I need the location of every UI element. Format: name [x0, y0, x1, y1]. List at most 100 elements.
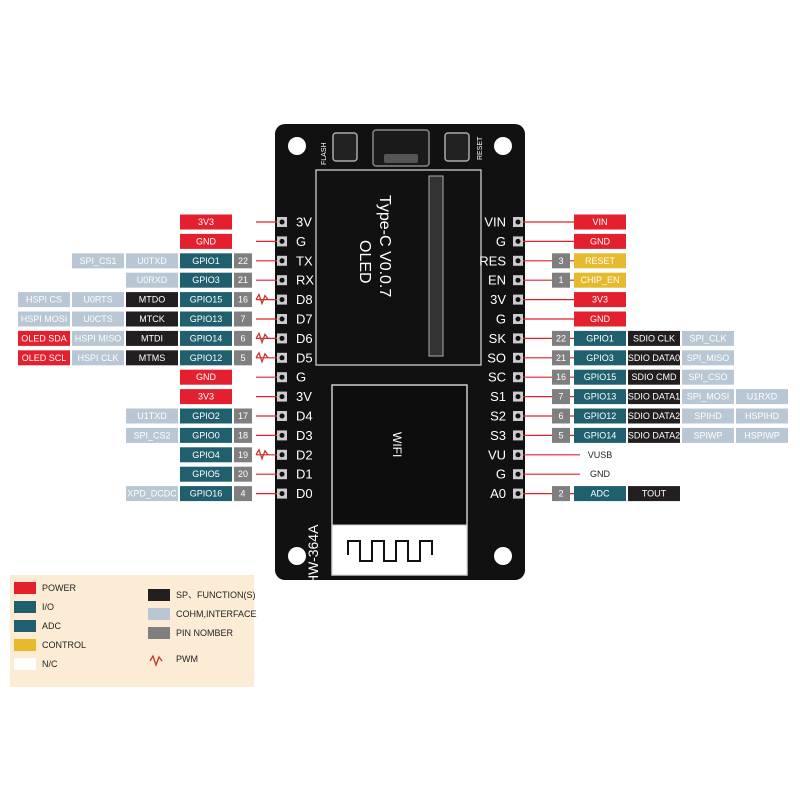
oled-text: OLED: [356, 240, 373, 284]
left-main-label-box: [180, 466, 232, 482]
right-main-label-text: CHIP_EN: [580, 275, 619, 285]
mount-hole: [288, 137, 306, 155]
right-func-label-text: SDIO DATA1: [628, 392, 680, 402]
header-pin-hole: [279, 219, 285, 225]
board-pin-label: S2: [490, 409, 506, 424]
right-func2-label: SPI_MOSI: [682, 389, 734, 405]
right-main-label-text: GPIO15: [584, 372, 617, 382]
pin-number-box: [234, 427, 252, 443]
header-pin-hole: [515, 413, 521, 419]
left-main-label-text: GPIO3: [192, 275, 220, 285]
pin-number-box: [552, 427, 570, 443]
oled-display: [315, 169, 482, 366]
right-main-label: 3V3: [574, 292, 626, 308]
board-pin-label: D7: [296, 312, 313, 327]
right-main-label: GPIO12: [574, 408, 626, 424]
left-func-label-box: [126, 427, 178, 443]
header-pin-hole: [279, 238, 285, 244]
left-func-label: SPI_CS2: [126, 427, 178, 443]
board-pin-label: RES: [479, 253, 506, 268]
right-func-label-box: [628, 330, 680, 346]
right-func2-label: SPIWP: [682, 427, 734, 443]
pin-number: 22: [234, 253, 252, 269]
pin-number: 6: [234, 330, 252, 346]
right-func2-label-box: [682, 427, 734, 443]
pin-number-box: [234, 292, 252, 308]
pin-number: 19: [234, 447, 252, 463]
left-main-label-text: 3V3: [198, 392, 214, 402]
header-pin-hole: [515, 452, 521, 458]
header-pin-hole: [279, 432, 285, 438]
mount-hole: [494, 547, 512, 565]
left-main-label: GPIO2: [180, 408, 232, 424]
right-func2-label-box: [682, 408, 734, 424]
left-main-label: GPIO3: [180, 272, 232, 288]
left-main-label: 3V3: [180, 214, 232, 230]
pin-number-text: 4: [240, 489, 245, 499]
pin-number: 18: [234, 427, 252, 443]
pin-number-box: [234, 466, 252, 482]
pin-number-text: 22: [238, 256, 248, 266]
board-pin-label: D6: [296, 331, 313, 346]
left-func-label-box: [126, 330, 178, 346]
left-func-label: XPD_DCDC: [126, 486, 178, 502]
board-pin-label: G: [496, 312, 506, 327]
left-main-label-text: GPIO1: [192, 256, 220, 266]
header-pin-hole: [515, 355, 521, 361]
pin-number-text: 5: [240, 353, 245, 363]
board-pin-label: 3V: [296, 215, 312, 230]
right-func2-label-text: SPIHD: [694, 411, 722, 421]
right-main-label-box: [574, 350, 626, 366]
board-pin-label: D4: [296, 409, 313, 424]
right-main-label-text: GPIO1: [586, 333, 614, 343]
left-func-label-box: [126, 272, 178, 288]
board-pin-label: D1: [296, 467, 313, 482]
right-main-label-box: [574, 233, 626, 249]
antenna-area: [331, 524, 468, 576]
left-main-label-text: GPIO4: [192, 450, 220, 460]
board-pin-label: S3: [490, 428, 506, 443]
right-main-label-text: GPIO3: [586, 353, 614, 363]
pin-number-text: 21: [238, 275, 248, 285]
left-func2-label: U0CTS: [72, 311, 124, 327]
pin-number-box: [552, 389, 570, 405]
pin-number-box: [552, 272, 570, 288]
left-func2-label-box: [72, 292, 124, 308]
left-main-label-box: [180, 447, 232, 463]
pin-number: 4: [234, 486, 252, 502]
right-func-label-box: [628, 408, 680, 424]
left-main-label-text: GPIO12: [190, 353, 223, 363]
left-func2-label-text: U0CTS: [83, 314, 113, 324]
pin-number-box: [234, 350, 252, 366]
header-pin-hole: [515, 238, 521, 244]
pin-number-box: [552, 369, 570, 385]
pin-number: 6: [552, 408, 570, 424]
pin-number-text: 6: [240, 333, 245, 343]
legend-swatch: [148, 589, 170, 601]
right-func-label: SDIO DATA0: [628, 350, 680, 366]
left-main-label-box: [180, 214, 232, 230]
pin-number: 1: [552, 272, 570, 288]
right-main-label: RESET: [574, 253, 626, 269]
right-func2-label-text: SPI_CLK: [689, 333, 726, 343]
header-pin-hole: [515, 258, 521, 264]
pin-number-box: [234, 311, 252, 327]
left-alt-label-box: [18, 311, 70, 327]
antenna-trace: [347, 540, 433, 562]
left-alt-label: HSPI MOSI: [18, 311, 70, 327]
right-func-label: SDIO DATA1: [628, 389, 680, 405]
legend-label: ADC: [42, 621, 62, 631]
left-main-label-text: GPIO13: [190, 314, 223, 324]
flash-label: FLASH: [321, 142, 328, 165]
board-pin-label: VU: [488, 447, 506, 462]
left-main-label-box: [180, 486, 232, 502]
right-func-label-text: SDIO CLK: [633, 333, 675, 343]
header-pin-hole: [279, 335, 285, 341]
right-main-label-box: [574, 311, 626, 327]
left-main-label: GPIO0: [180, 427, 232, 443]
pin-number-text: 18: [238, 430, 248, 440]
right-main-label-box: [574, 389, 626, 405]
left-func2-label-box: [72, 311, 124, 327]
board-pin-label: RX: [296, 273, 314, 288]
